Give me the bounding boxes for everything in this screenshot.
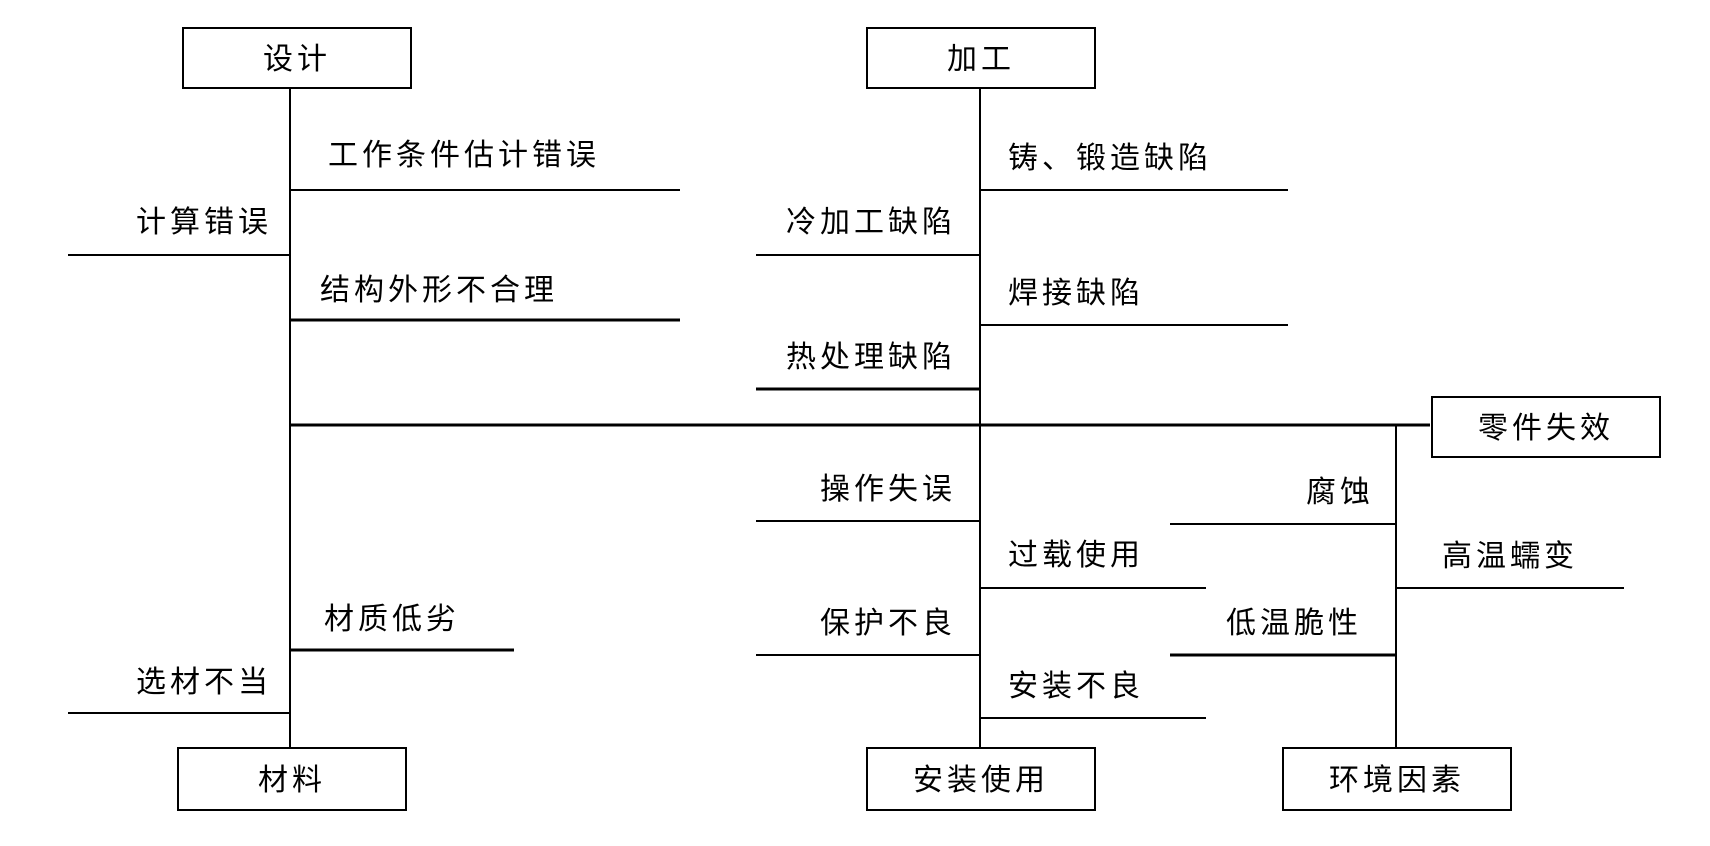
cause-poor-install: 安装不良 bbox=[1008, 669, 1144, 704]
install-use-box bbox=[866, 747, 1096, 811]
processing-box bbox=[866, 27, 1096, 89]
cause-low-temp-brittle: 低温脆性 bbox=[1226, 606, 1362, 641]
cause-weld-defect: 焊接缺陷 bbox=[1008, 276, 1144, 311]
cause-high-temp-creep: 高温蠕变 bbox=[1442, 539, 1578, 574]
cause-poor-protection: 保护不良 bbox=[820, 606, 956, 641]
design-box bbox=[182, 27, 412, 89]
effect-box bbox=[1431, 396, 1661, 458]
cause-work-condition-error: 工作条件估计错误 bbox=[328, 138, 600, 173]
cause-cold-work-defect: 冷加工缺陷 bbox=[786, 205, 956, 240]
cause-overload-use: 过载使用 bbox=[1008, 538, 1144, 573]
cause-wrong-selection: 选材不当 bbox=[136, 665, 272, 700]
install-use-label: 安装使用 bbox=[913, 763, 1049, 798]
cause-heat-treat-defect: 热处理缺陷 bbox=[786, 340, 956, 375]
effect-label: 零件失效 bbox=[1478, 411, 1614, 446]
environment-box bbox=[1282, 747, 1512, 811]
environment-label: 环境因素 bbox=[1329, 763, 1465, 798]
design-label: 设计 bbox=[263, 42, 331, 77]
cause-structure-unreasonable: 结构外形不合理 bbox=[320, 273, 558, 308]
cause-cast-forge-defect: 铸、锻造缺陷 bbox=[1008, 141, 1212, 176]
cause-calc-error: 计算错误 bbox=[136, 205, 272, 240]
cause-operation-error: 操作失误 bbox=[820, 472, 956, 507]
material-label: 材料 bbox=[258, 763, 326, 798]
cause-corrosion: 腐蚀 bbox=[1306, 475, 1374, 510]
cause-poor-quality: 材质低劣 bbox=[324, 602, 460, 637]
processing-label: 加工 bbox=[947, 42, 1015, 77]
material-box bbox=[177, 747, 407, 811]
